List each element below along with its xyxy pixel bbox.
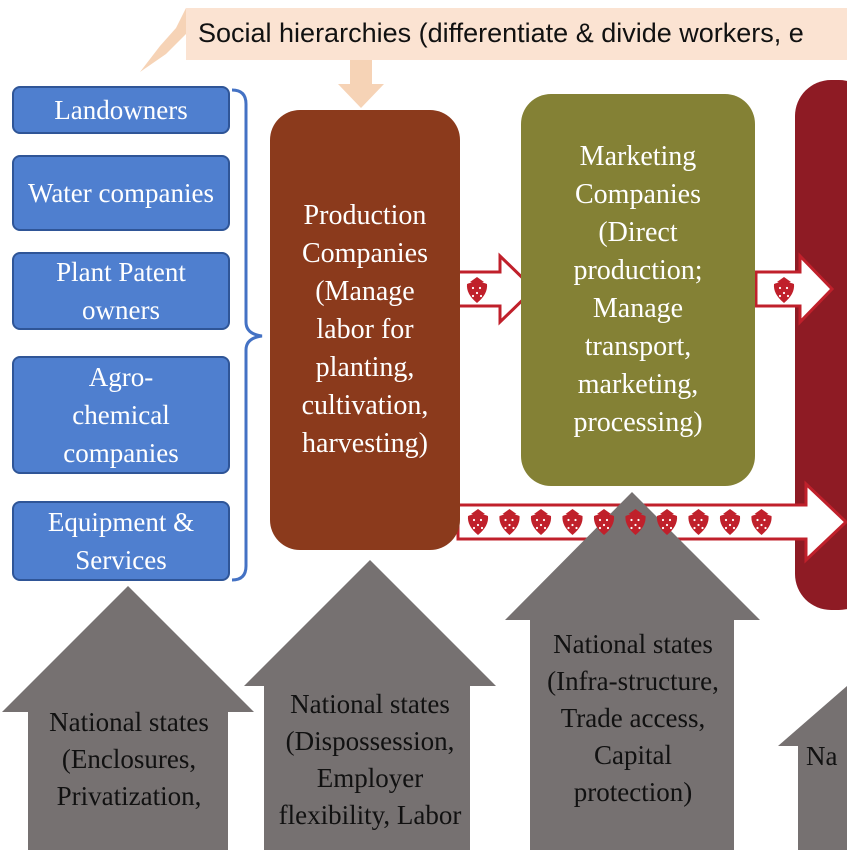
strawberry-icon: [625, 509, 646, 535]
retail-block: [795, 80, 847, 610]
strawberry-icon: [466, 277, 488, 303]
state-label-enclosures: National states (Enclosures, Privatizati…: [49, 707, 209, 811]
banner-arrow-center: [338, 58, 384, 108]
state-label-dispossession: National states (Dispossession, Employer…: [278, 689, 462, 830]
state-arrow-3: [505, 492, 760, 850]
flow-arrow-marketing-retail: [754, 252, 835, 326]
input-box-equipment-services: Equipment & Services: [12, 501, 230, 581]
strawberry-icon: [467, 509, 489, 535]
inputs-bracket: [231, 88, 263, 582]
input-box-water-companies: Water companies: [12, 155, 230, 231]
state-arrow-4: [778, 686, 847, 850]
input-box-plant-patent-owners: Plant Patent owners: [12, 252, 230, 330]
strawberry-icon: [593, 509, 615, 535]
strawberry-icon: [751, 509, 772, 535]
state-label-infrastructure: National states (Infra-structure, Trade …: [547, 629, 719, 807]
input-box-landowners: Landowners: [12, 86, 230, 134]
strawberry-icon: [530, 509, 552, 535]
state-label-fourth: Na: [806, 741, 838, 771]
strawberry-icon: [719, 509, 741, 535]
input-box-agrochemical-companies: Agro-chemical companies: [12, 356, 230, 474]
banner-arrow-left: [140, 8, 186, 72]
strawberry-icon: [688, 509, 709, 535]
state-arrow-1: [2, 586, 254, 850]
strawberry-icon: [656, 509, 678, 535]
strawberry-icon: [773, 277, 795, 303]
social-hierarchies-banner: Social hierarchies (differentiate & divi…: [186, 8, 847, 60]
state-arrow-2: [244, 560, 496, 850]
strawberry-icons: [466, 277, 795, 535]
strawberry-icon: [562, 509, 583, 535]
production-companies-box: Production Companies (Manage labor for p…: [270, 110, 460, 550]
marketing-companies-box: Marketing Companies (Direct production; …: [521, 94, 755, 486]
strawberry-icon: [499, 509, 520, 535]
